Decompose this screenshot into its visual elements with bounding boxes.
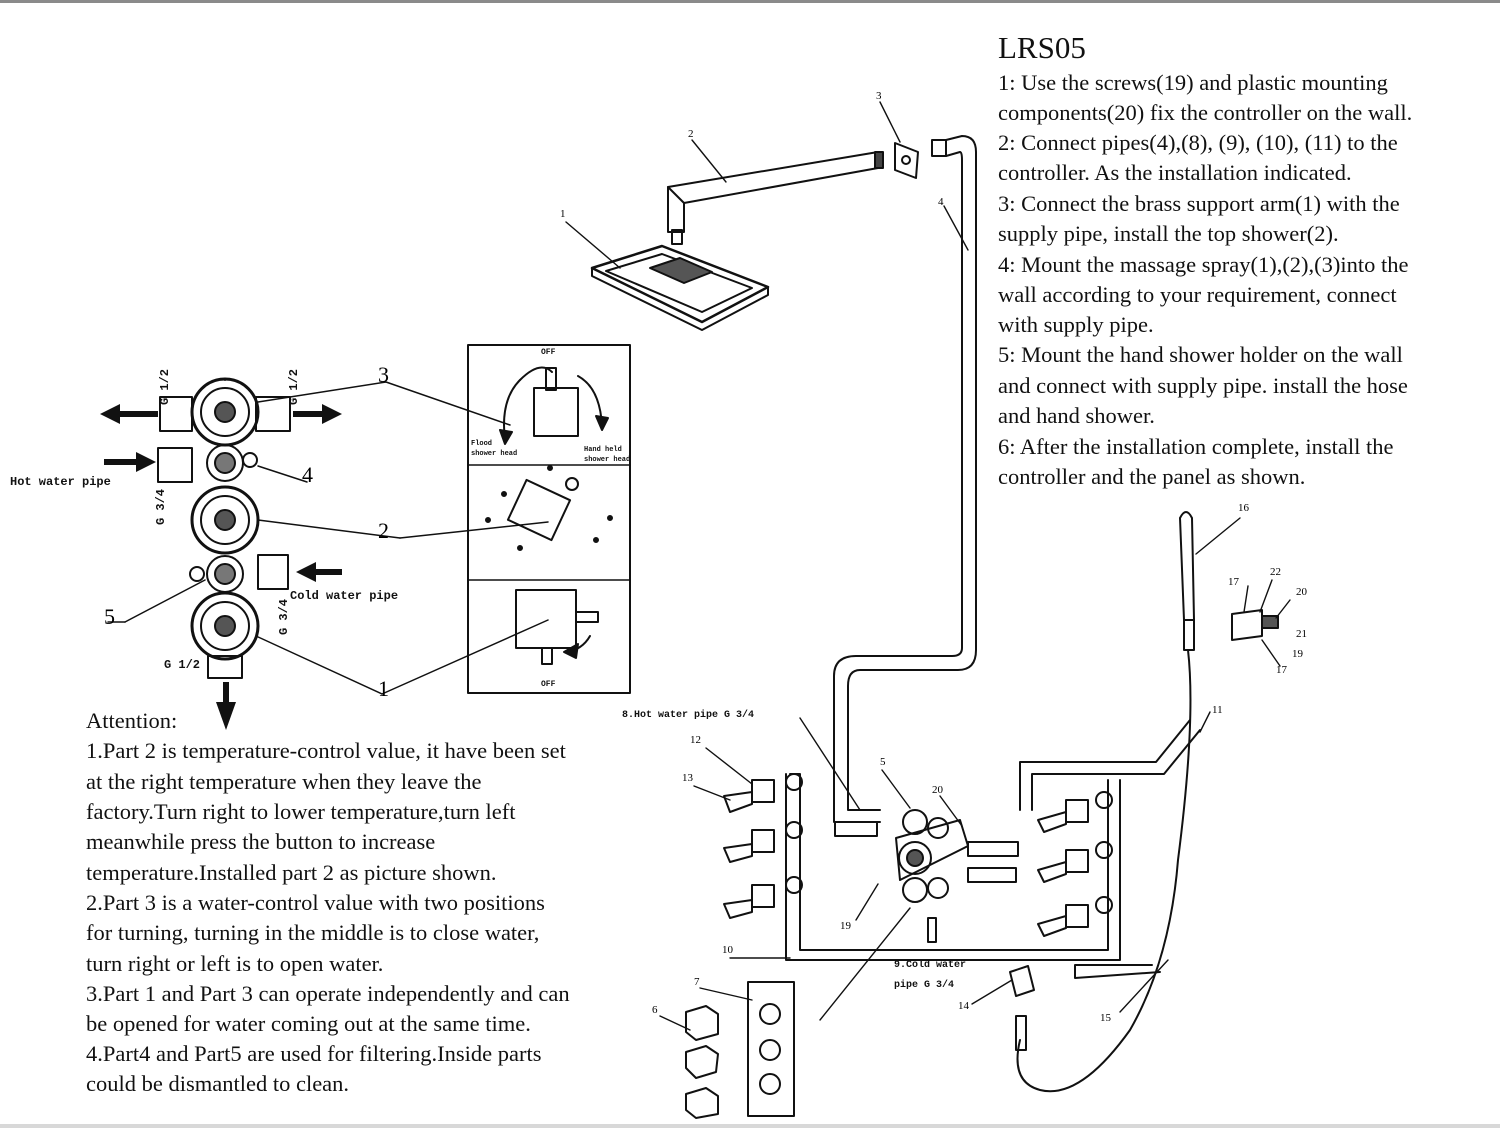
top-shower-head-illustration	[590, 151, 884, 331]
part-number: 16	[1238, 502, 1249, 514]
part-number: 21	[1296, 628, 1307, 640]
off-label: OFF	[541, 680, 556, 689]
supply-pipe-illustration	[833, 135, 977, 837]
thread-size-label: G 1/2	[164, 658, 201, 672]
hot-water-pipe-label: Hot water pipe	[10, 475, 111, 489]
part-number: 13	[682, 772, 693, 784]
step-line: 5: Mount the hand shower holder on the w…	[998, 342, 1403, 367]
part-leader-lines	[565, 101, 1291, 1031]
step-line: controller and the panel as shown.	[998, 464, 1306, 489]
cold-pipe-label: pipe G 3/4	[894, 980, 955, 991]
part-number: 17	[1228, 576, 1239, 588]
part-2-label: 2	[378, 518, 389, 543]
attention-line: factory.Turn right to lower temperature,…	[86, 799, 516, 824]
cold-pipe-label: 9.Cold water	[894, 960, 967, 971]
position-label: Flood	[471, 440, 493, 448]
bottom-border	[0, 1124, 1500, 1128]
hot-pipe-label: 8.Hot water pipe G 3/4	[622, 710, 755, 721]
top-border	[0, 0, 1500, 3]
part-3-label: 3	[378, 362, 389, 387]
step-line: and connect with supply pipe. install th…	[998, 373, 1408, 398]
attention-line: meanwhile press the button to increase	[86, 829, 436, 854]
attention-line: turn right or left is to open water.	[86, 951, 384, 976]
flow-arrows	[100, 404, 342, 730]
part-number: 22	[1270, 566, 1281, 578]
part-number: 12	[690, 734, 701, 746]
part-number: 10	[722, 944, 733, 956]
hand-shower-illustration	[1009, 511, 1279, 1093]
thread-size-label: G 3/4	[277, 598, 292, 636]
attention-line: temperature.Installed part 2 as picture …	[86, 860, 497, 885]
valve-positions-inset	[467, 344, 631, 694]
part-number: 4	[938, 196, 944, 208]
part-number: 5	[880, 756, 886, 768]
step-line: 6: After the installation complete, inst…	[998, 434, 1394, 459]
thread-size-label: G 3/4	[154, 488, 169, 526]
attention-line: 1.Part 2 is temperature-control value, i…	[86, 738, 566, 763]
attention-line: be opened for water coming out at the sa…	[86, 1011, 531, 1036]
part-5-label: 5	[104, 604, 115, 629]
step-line: 4: Mount the massage spray(1),(2),(3)int…	[998, 252, 1409, 277]
part-number: 3	[876, 90, 882, 102]
part-4-label: 4	[302, 462, 313, 487]
attention-line: for turning, turning in the middle is to…	[86, 920, 540, 945]
part-number: 11	[1212, 704, 1223, 716]
step-line: supply pipe, install the top shower(2).	[998, 221, 1339, 246]
position-label: shower head	[471, 450, 518, 458]
thread-size-label: G 1/2	[287, 368, 302, 406]
step-line: components(20) fix the controller on the…	[998, 100, 1413, 125]
part-number: 19	[840, 920, 851, 932]
part-number: 6	[652, 1004, 658, 1016]
part-number: 2	[688, 128, 694, 140]
part-number: 19	[1292, 648, 1303, 660]
attention-line: 2.Part 3 is a water-control value with t…	[86, 890, 545, 915]
step-line: 3: Connect the brass support arm(1) with…	[998, 191, 1400, 216]
wall-flange-illustration	[894, 142, 919, 179]
attention-heading: Attention:	[86, 708, 178, 733]
controller-valve-illustration	[157, 377, 291, 679]
part-number: 14	[958, 1000, 969, 1012]
step-line: wall according to your requirement, conn…	[998, 282, 1397, 307]
thread-size-label: G 1/2	[158, 368, 173, 406]
attention-line: at the right temperature when they leave…	[86, 769, 482, 794]
off-label: OFF	[541, 348, 556, 357]
part-1-label: 1	[378, 676, 389, 701]
step-line: 1: Use the screws(19) and plastic mounti…	[998, 70, 1388, 95]
attention-line: could be dismantled to clean.	[86, 1071, 350, 1096]
model-title: LRS05	[998, 30, 1086, 65]
position-label: Hand held	[584, 446, 622, 454]
part-number: 1	[560, 208, 566, 220]
step-line: and hand shower.	[998, 403, 1155, 428]
part-number: 15	[1100, 1012, 1111, 1024]
cold-water-pipe-label: Cold water pipe	[290, 589, 399, 603]
step-line: controller. As the installation indicate…	[998, 160, 1352, 185]
attention-line: 3.Part 1 and Part 3 can operate independ…	[86, 981, 570, 1006]
wall-controller-illustration	[685, 719, 1201, 1119]
step-line: with supply pipe.	[998, 312, 1154, 337]
part-number: 17	[1276, 664, 1287, 676]
attention-line: 4.Part4 and Part5 are used for filtering…	[86, 1041, 542, 1066]
part-number: 20	[1296, 586, 1307, 598]
position-label: shower head	[584, 456, 631, 464]
part-number: 7	[694, 976, 700, 988]
leader-lines	[107, 381, 549, 695]
step-line: 2: Connect pipes(4),(8), (9), (10), (11)…	[998, 130, 1398, 155]
part-number: 20	[932, 784, 943, 796]
